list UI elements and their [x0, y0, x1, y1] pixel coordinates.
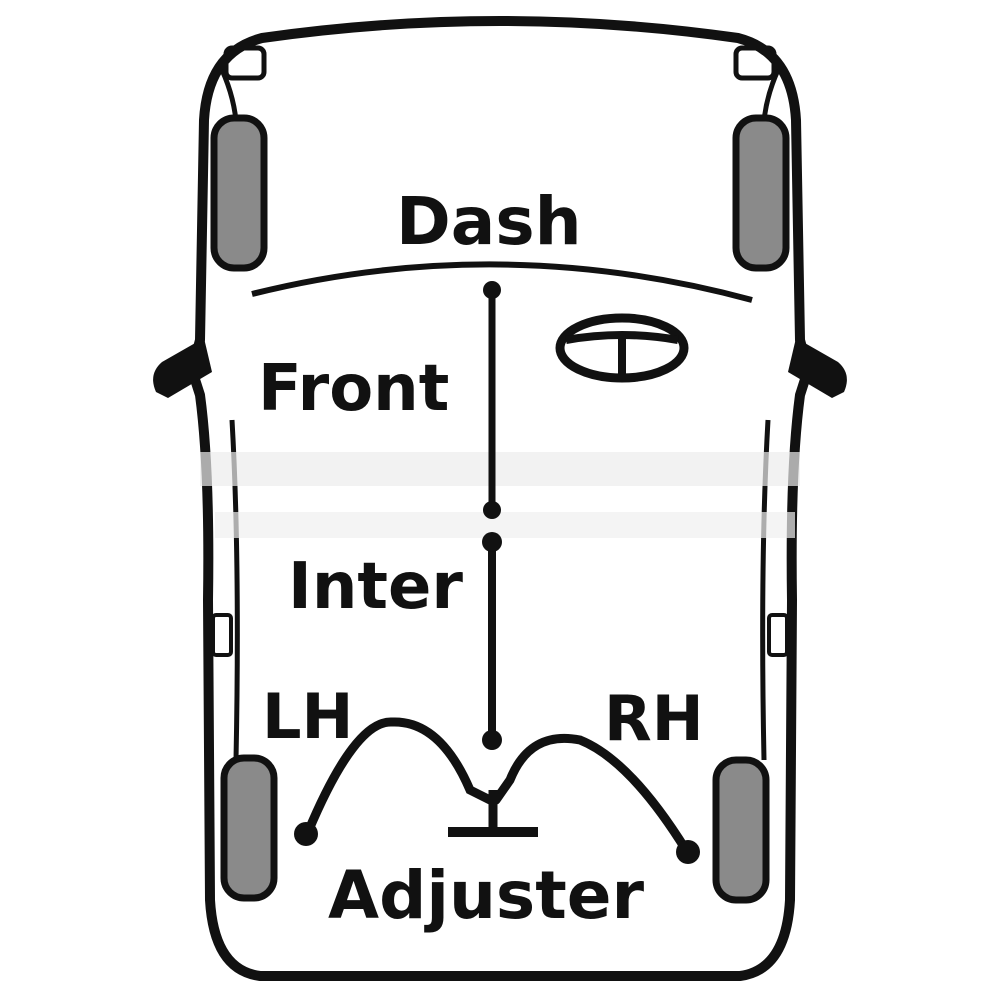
lh-cable-end [294, 822, 318, 846]
label-rh: RH [604, 682, 704, 755]
inter-cable-top-end [482, 532, 502, 552]
label-lh: LH [262, 680, 353, 753]
right-headlight [733, 45, 777, 81]
lh-rear-cable [303, 717, 495, 837]
label-dash: Dash [396, 183, 582, 260]
label-front: Front [258, 352, 449, 426]
front-left-wheel [210, 114, 268, 272]
rh-cable-end [676, 840, 700, 864]
mirror-right-icon [788, 338, 847, 398]
label-adjuster: Adjuster [328, 857, 645, 934]
rear-left-wheel [220, 754, 278, 902]
front-cable-bottom-end [483, 501, 501, 519]
right-door-handle [767, 613, 789, 657]
car-body-outline [187, 16, 813, 981]
left-door-handle [211, 613, 233, 657]
label-inter: Inter [288, 550, 463, 624]
rh-rear-cable [491, 733, 691, 855]
dashboard-line [251, 261, 753, 303]
front-right-wheel [732, 114, 790, 272]
steering-wheel-icon [555, 313, 689, 383]
inter-cable-bottom-end [482, 730, 502, 750]
watermark-band [200, 452, 800, 486]
watermark-band-lower [215, 512, 795, 538]
front-cable-top-end [483, 281, 501, 299]
mirror-left-icon [153, 338, 212, 398]
rear-right-wheel [712, 756, 770, 904]
left-headlight [223, 45, 267, 81]
